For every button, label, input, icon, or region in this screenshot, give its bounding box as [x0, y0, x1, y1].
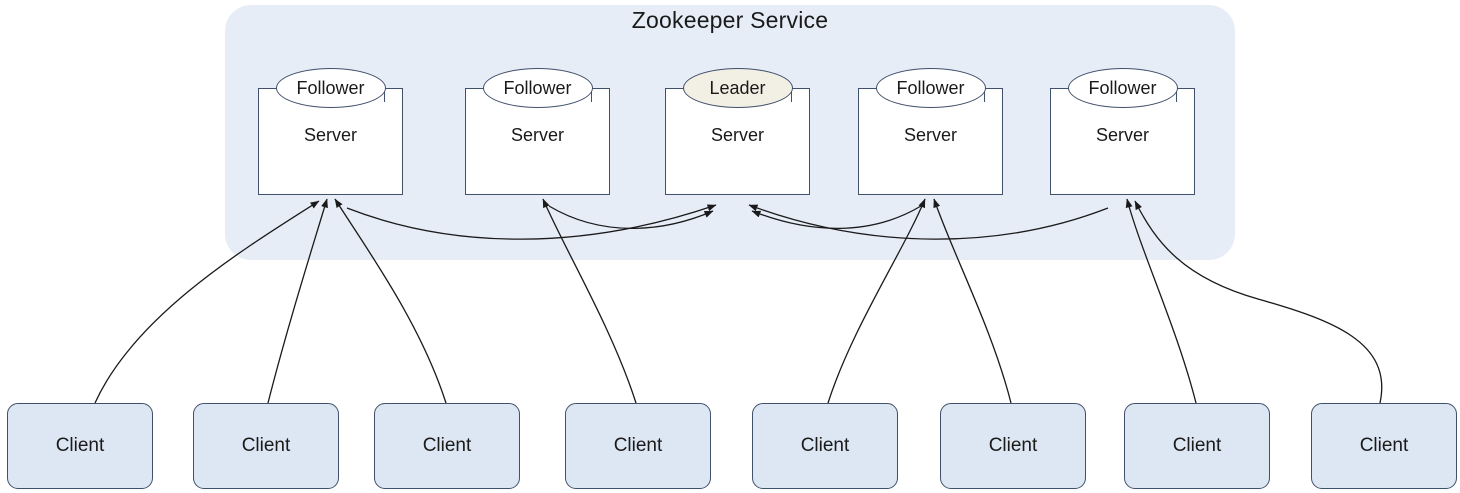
- role-badge-follower: Follower: [875, 68, 986, 108]
- server-label: Server: [510, 125, 564, 145]
- arrow-server-5-to-leader: [748, 204, 1109, 240]
- arrow-server-2-to-leader: [548, 205, 714, 230]
- arrow-client-1-to-server-1: [94, 200, 320, 404]
- arrow-client-6-to-server-4: [933, 198, 1012, 404]
- server-notch: [1176, 89, 1177, 102]
- client-node-8: Client: [1311, 403, 1457, 489]
- server-label: Server: [1095, 125, 1149, 145]
- role-badge-leader: Leader: [682, 68, 793, 108]
- service-title: Zookeeper Service: [631, 7, 829, 33]
- client-node-6: Client: [940, 403, 1086, 489]
- server-node-2: Follower Server: [465, 68, 610, 195]
- client-node-3: Client: [374, 403, 520, 489]
- role-badge-follower: Follower: [1067, 68, 1178, 108]
- server-label: Server: [303, 125, 357, 145]
- role-badge-follower: Follower: [482, 68, 593, 108]
- server-label: Server: [710, 125, 764, 145]
- client-node-2: Client: [193, 403, 339, 489]
- client-node-4: Client: [565, 403, 711, 489]
- client-node-5: Client: [752, 403, 898, 489]
- arrow-client-8-to-server-5: [1134, 200, 1383, 404]
- client-node-1: Client: [7, 403, 153, 489]
- client-node-7: Client: [1124, 403, 1270, 489]
- server-node-3-leader: Leader Server: [665, 68, 810, 195]
- server-notch: [591, 89, 592, 102]
- arrow-client-7-to-server-5: [1125, 198, 1197, 404]
- server-label: Server: [903, 125, 957, 145]
- server-notch: [791, 89, 792, 102]
- arrow-client-5-to-server-4: [827, 198, 926, 404]
- arrow-client-3-to-server-1: [334, 198, 447, 404]
- arrow-client-4-to-server-2: [542, 198, 637, 404]
- arrow-server-1-to-leader: [346, 204, 717, 240]
- server-notch: [384, 89, 385, 102]
- server-node-1: Follower Server: [258, 68, 403, 195]
- server-notch: [984, 89, 985, 102]
- server-node-5: Follower Server: [1050, 68, 1195, 195]
- role-badge-follower: Follower: [275, 68, 386, 108]
- arrow-server-4-to-leader: [751, 205, 922, 230]
- arrow-client-2-to-server-1: [267, 198, 328, 404]
- server-node-4: Follower Server: [858, 68, 1003, 195]
